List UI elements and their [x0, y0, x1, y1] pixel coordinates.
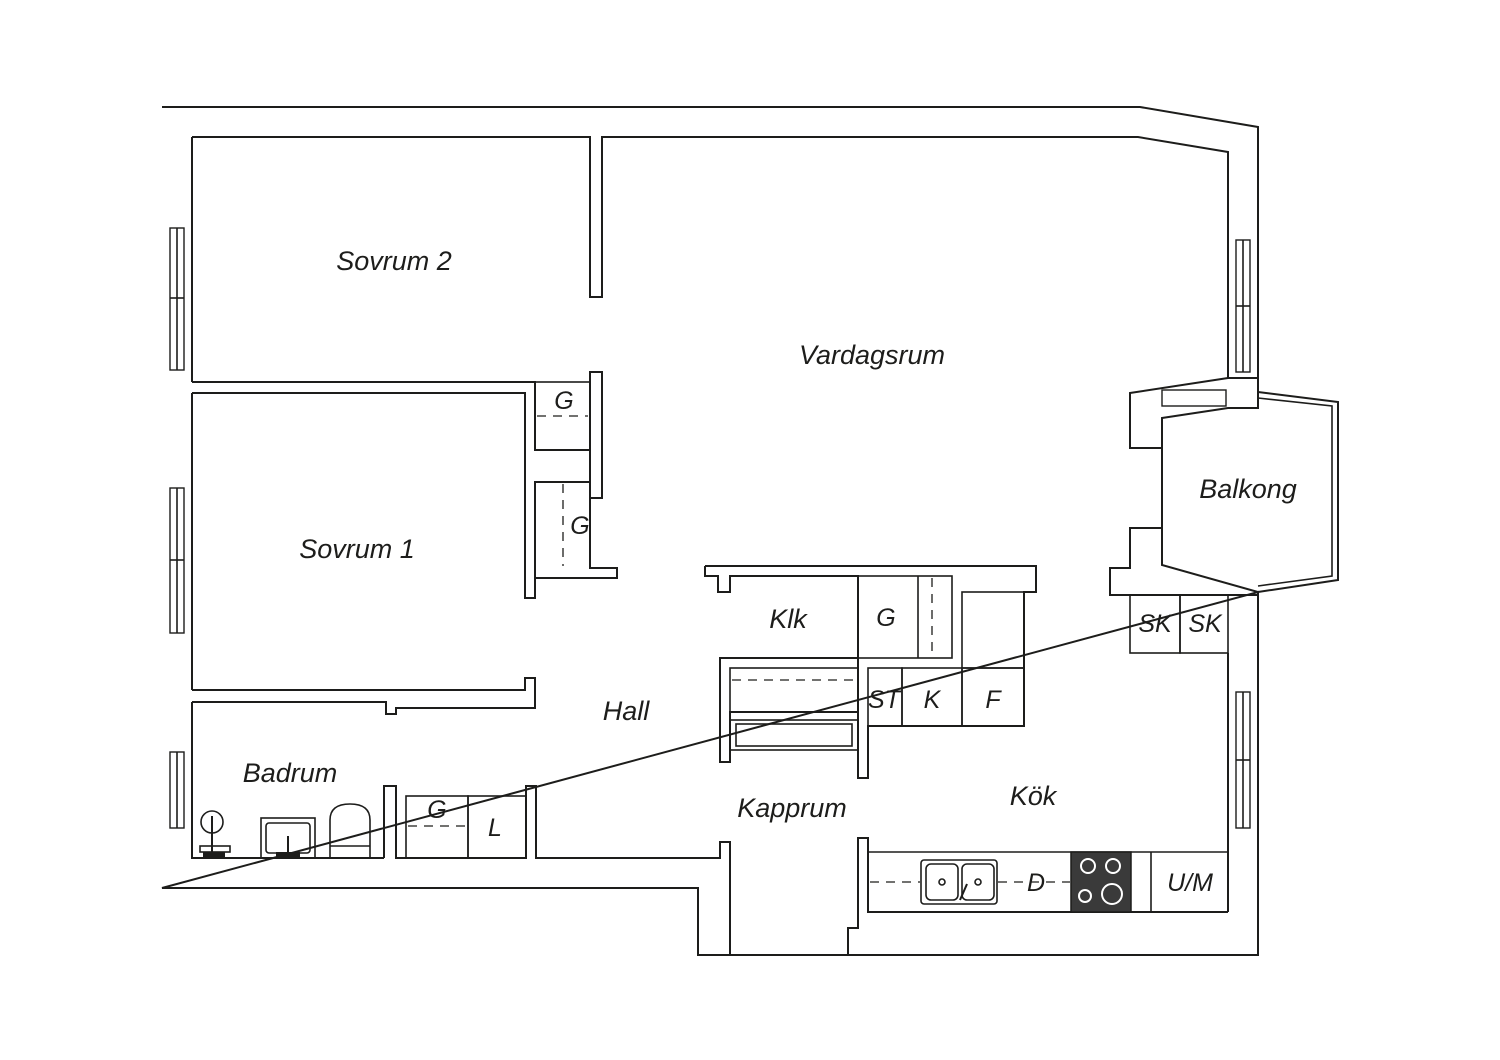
room-label-sovrum2: Sovrum 2 — [336, 246, 452, 276]
room-label-hall: Hall — [603, 696, 651, 726]
fixture-label-sk2: SK — [1188, 610, 1223, 638]
inner-wall-top — [192, 136, 1229, 378]
inner-wall-left — [191, 137, 384, 859]
wall-sovrum1-badrum — [192, 677, 536, 715]
wall-badrum-right — [383, 785, 731, 955]
stove-icon — [1070, 851, 1132, 913]
room-label-klk: Klk — [769, 604, 808, 634]
balcony-door-frame — [1161, 389, 1227, 407]
fixture-label-st: ST — [868, 686, 902, 714]
window-badrum — [169, 751, 185, 829]
window-sovrum2 — [169, 227, 185, 371]
room-label-kapprum: Kapprum — [737, 793, 847, 823]
appliance-f — [961, 667, 1025, 727]
wall-kapprum — [847, 837, 1228, 955]
fixture-label-f: F — [985, 686, 1002, 714]
shower-icon — [199, 810, 231, 857]
closet-upper — [534, 381, 591, 451]
fixture-label-k: K — [924, 686, 942, 714]
appliance-block — [961, 591, 1025, 669]
fixture-label-g-klk: G — [876, 604, 895, 632]
outer-wall — [161, 106, 1259, 956]
fixture-label-um: U/M — [1167, 869, 1213, 897]
window-sovrum1 — [169, 487, 185, 634]
room-label-balkong: Balkong — [1199, 474, 1297, 504]
fixture-label-d: D — [1027, 869, 1045, 897]
fixture-label-l-bath: L — [488, 814, 502, 842]
balcony-outline — [1257, 391, 1339, 593]
closet-klk-g — [857, 575, 953, 659]
balcony-wall-upper — [1129, 377, 1259, 449]
shelf-hall — [729, 667, 859, 713]
sink-icon — [920, 859, 998, 905]
bath-cabinet-l — [467, 795, 527, 859]
washbasin-icon — [260, 817, 316, 859]
balcony-inner — [1257, 397, 1333, 587]
fixture-label-g-upper: G — [554, 387, 573, 415]
room-label-badrum: Badrum — [243, 758, 338, 788]
closet-sk2 — [1179, 594, 1229, 654]
fixture-label-g-lower: G — [570, 512, 589, 540]
toilet-icon — [329, 803, 371, 859]
fixture-label-sk1: SK — [1138, 610, 1173, 638]
balcony-wall-lower — [1109, 418, 1259, 596]
window-vardagsrum — [1235, 239, 1251, 373]
room-label-vardagsrum: Vardagsrum — [799, 340, 945, 370]
room-label-sovrum1: Sovrum 1 — [299, 534, 415, 564]
wall-klk-block — [704, 565, 1037, 779]
window-kok — [1235, 691, 1251, 829]
room-label-kok: Kök — [1010, 781, 1058, 811]
fixture-label-g-bath: G — [427, 796, 446, 824]
bench-hall — [729, 719, 859, 751]
wall-sovrum2-sovrum1 — [192, 371, 618, 599]
